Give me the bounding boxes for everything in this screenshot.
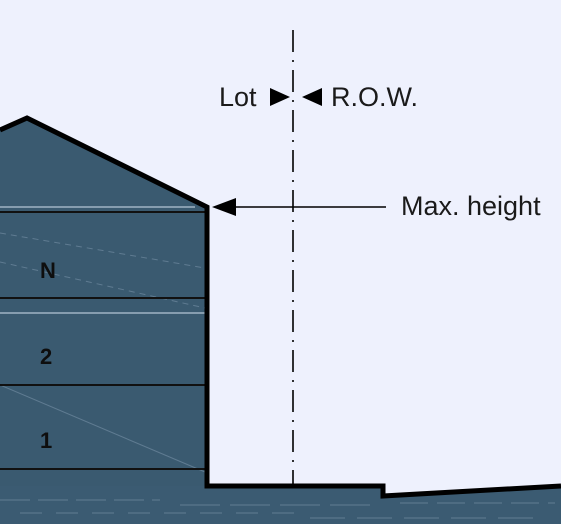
floor-label-n: N — [40, 258, 56, 283]
lot-label: Lot — [219, 82, 257, 112]
row-arrow-icon — [302, 88, 322, 106]
floor-label-1: 1 — [40, 428, 52, 453]
ground-texture — [0, 499, 555, 519]
building-outline — [0, 115, 561, 499]
building-body — [0, 118, 207, 486]
max-height-label: Max. height — [401, 191, 541, 221]
floor-label-2: 2 — [40, 344, 52, 369]
building-hatch-lines — [0, 232, 206, 473]
floor-lines-light — [0, 206, 205, 314]
floor-lines — [0, 211, 205, 470]
lot-arrow-icon — [270, 88, 290, 106]
max-height-arrow-icon — [212, 198, 236, 216]
row-label: R.O.W. — [331, 82, 418, 112]
